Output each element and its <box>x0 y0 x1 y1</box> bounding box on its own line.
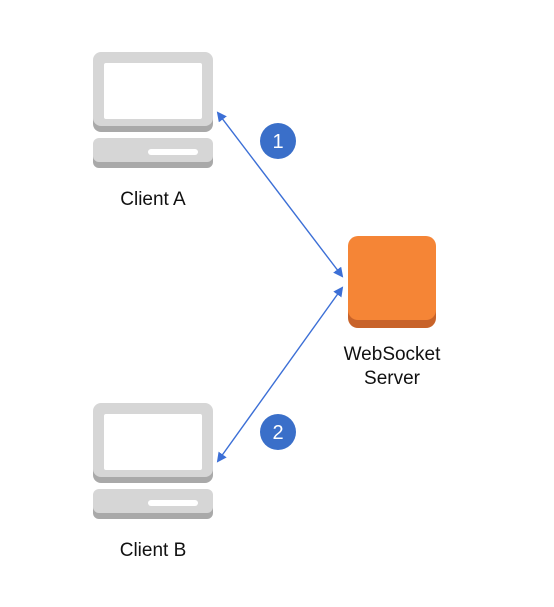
server-label: WebSocket Server <box>322 343 462 391</box>
client-b-computer-icon <box>93 403 213 519</box>
step-badge-1: 1 <box>260 123 296 159</box>
svg-text:1: 1 <box>272 131 283 153</box>
svg-text:2: 2 <box>272 422 283 444</box>
client-a-label: Client A <box>120 189 186 210</box>
websocket-server-icon <box>348 236 436 328</box>
server-label-line1: WebSocket <box>343 344 441 365</box>
connection-arrow-client-a <box>216 111 344 278</box>
client-a-computer-icon <box>93 52 213 168</box>
client-b-label: Client B <box>119 540 187 561</box>
server-label-line2: Server <box>364 368 420 389</box>
step-badge-2: 2 <box>260 414 296 450</box>
connection-arrow-client-b <box>216 286 344 463</box>
